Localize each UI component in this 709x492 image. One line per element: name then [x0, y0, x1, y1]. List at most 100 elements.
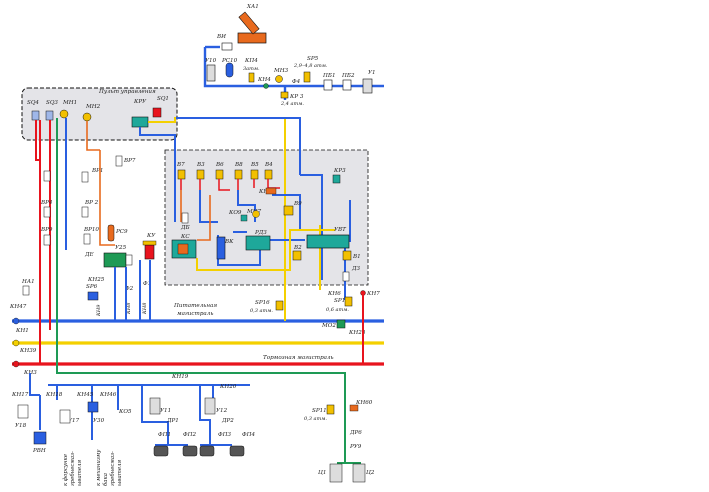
kn1-cock: [12, 317, 20, 325]
caption-1: к форсунке: [62, 454, 69, 486]
sp11-switch: [326, 404, 335, 415]
label-kn20: КН20: [219, 384, 237, 390]
label-kn6: КН6: [327, 291, 341, 297]
box-orange-lines: [180, 190, 211, 241]
sp6-switch: [87, 291, 99, 301]
left-feed-branches: [114, 260, 151, 321]
kru-valve: [131, 116, 149, 128]
rs9-tank: [107, 224, 115, 242]
kn7-cock: [360, 290, 366, 296]
label-mn2: МН2: [85, 104, 101, 110]
label-rvn: РВН: [32, 448, 46, 454]
label-dr1: ДР1: [166, 418, 179, 424]
mo2-valve: [336, 319, 346, 329]
svg-text:В6: В6: [215, 162, 224, 168]
label-y18: У18: [15, 423, 27, 429]
vi-valve: [221, 42, 233, 51]
kn60-cock: [349, 404, 359, 412]
caption-1b: гребнесмаз-: [69, 451, 76, 486]
uvt-unit: [306, 234, 350, 249]
label-rs9: РС9: [115, 229, 128, 235]
label-sq3: SQ3: [46, 100, 58, 106]
label-vk: ВК: [224, 239, 234, 245]
sq1-switch: [152, 107, 162, 118]
label-fp1: ФП1: [158, 432, 171, 438]
label-kn19: КН19: [171, 374, 189, 380]
label-sp5-sub: 2,9–4,8 атм.: [293, 63, 328, 69]
sp16-switch: [275, 300, 284, 311]
vr9-body: [43, 234, 51, 246]
bottom-green-line: [65, 372, 361, 464]
label-kn47: КН47: [9, 304, 27, 310]
xa1-tank: ХА1: [237, 4, 267, 44]
vr4-body: [43, 206, 51, 218]
caption-3b: ывателя: [117, 460, 123, 486]
label-sp11-sub: 0,3 атм.: [304, 416, 327, 422]
label-ko9: КО9: [228, 210, 242, 216]
mn2-gauge: [82, 112, 92, 122]
label-sp17-sub: 0,6 атм.: [326, 307, 349, 313]
y10-tank: [206, 64, 216, 82]
label-kr3-top: КР 3: [289, 94, 304, 100]
label-sp17: SP17: [334, 298, 349, 304]
label-pb1: ПБ1: [322, 73, 336, 79]
label-sq1: SQ1: [157, 96, 169, 102]
label-c2: Ц2: [366, 470, 375, 476]
label-feed-line2: магистраль: [177, 311, 213, 317]
svg-text:В4: В4: [264, 162, 273, 168]
rc10-tank: [225, 62, 234, 78]
mn3-gauge: [275, 75, 283, 83]
label-kru: КРУ: [133, 99, 147, 105]
vr1-valve: [81, 171, 89, 183]
label-vr10: ВР10: [83, 227, 99, 233]
label-xa1: ХА1: [246, 4, 259, 10]
svg-text:В8: В8: [234, 162, 243, 168]
label-kn25: КН25: [87, 277, 105, 283]
caption-2b: бака: [102, 473, 109, 486]
label-panel-title: Пульт управления: [98, 89, 156, 95]
label-sq4: SQ4: [27, 100, 39, 106]
label-kn46: КН46: [99, 392, 117, 398]
label-brake-line: Тормозная магистраль: [263, 355, 334, 361]
label-kn18: КН18: [45, 392, 63, 398]
label-sp11: SP11: [312, 408, 327, 414]
kp4-valve: [248, 72, 255, 83]
orange-vr-line: [99, 150, 115, 246]
b1-valve: [342, 250, 352, 261]
na1-device: [22, 285, 30, 296]
kn3-cock: [12, 360, 20, 368]
valve-row-labels: В7 В3 В6 В8 В5 В4: [176, 162, 273, 168]
label-fp2: ФП2: [183, 432, 197, 438]
kn10-cock: [265, 187, 277, 195]
ks-body: [177, 243, 189, 255]
label-de: ДЕ: [84, 252, 94, 258]
ky-valve: [144, 244, 155, 260]
label-dr2: ДР2: [221, 418, 234, 424]
label-ky: КУ: [146, 233, 156, 239]
label-sp16: SP16: [255, 300, 270, 306]
label-vr1: ВР1: [91, 168, 103, 174]
y30-valve: [87, 401, 99, 413]
y18-valve: [17, 404, 29, 419]
label-kn4: КН4: [257, 77, 271, 83]
solenoid-valves: [177, 169, 273, 180]
c1-cylinder: [329, 463, 343, 483]
label-y11: У11: [160, 408, 171, 414]
vr4-valve: [43, 170, 51, 182]
label-kn1: КН1: [15, 328, 29, 334]
vr10-valve: [83, 233, 91, 245]
b9-valve: [283, 205, 294, 216]
svg-text:В7: В7: [176, 162, 185, 168]
bottom-blue-lines: [29, 373, 250, 446]
rvn-device: [33, 431, 47, 445]
label-y17: У17: [68, 418, 80, 424]
y17-valve: [59, 409, 71, 424]
caption-2: к механизму: [96, 449, 102, 486]
panel-lines: [35, 117, 301, 374]
label-sp16-sub: 0,3 атм.: [250, 308, 273, 314]
label-y10: У10: [205, 58, 217, 64]
label-dz: ДЗ: [351, 266, 361, 272]
label-c1: Ц1: [318, 470, 326, 476]
label-kn17: КН17: [11, 392, 29, 398]
